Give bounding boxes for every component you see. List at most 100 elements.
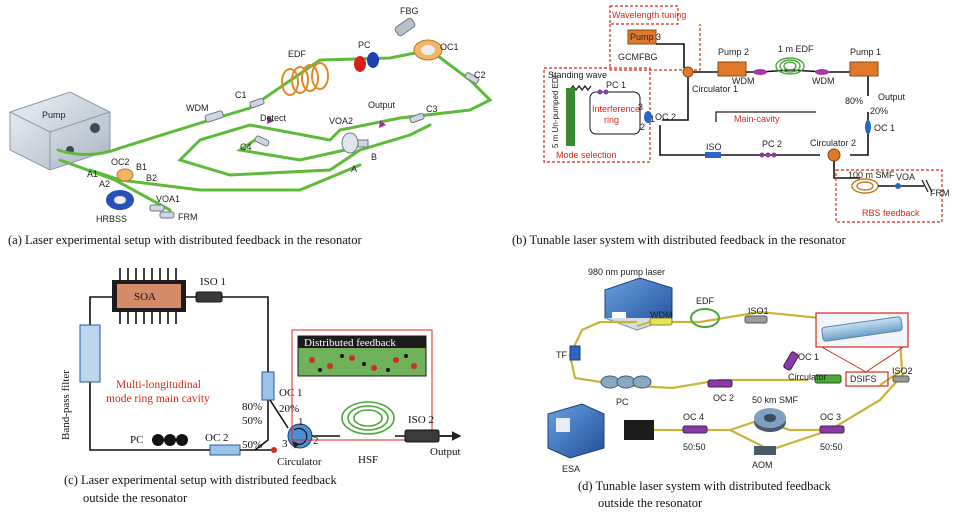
dsifs-box: [845, 371, 889, 387]
oc2-label-a: OC2: [111, 157, 130, 167]
oc4-label-d: OC 4: [683, 412, 704, 422]
frm-label-a: FRM: [178, 212, 198, 222]
smf-label-d: 50 km SMF: [752, 395, 799, 405]
fiber-b-rbs: [833, 161, 860, 179]
panel-d: 980 nm pump laser EDF WDM ISO1 TF OC 1 C…: [547, 267, 913, 510]
distributed-feedback-label: Distributed feedback: [304, 337, 396, 349]
n3-label-b: 3: [638, 102, 643, 112]
oc2-coupler-a: [116, 168, 134, 182]
smf-spool-d: [754, 408, 786, 432]
p50b-label-c: 50%: [242, 439, 262, 451]
esa-d: [547, 403, 605, 459]
frm-mark-b: [921, 179, 933, 193]
iso2-label-c: ISO 2: [408, 414, 434, 426]
oc2-coupler-d: [707, 379, 733, 388]
aom-label-d: AOM: [752, 460, 773, 470]
c1-label: C1: [235, 90, 247, 100]
pump-label-d: 980 nm pump laser: [588, 267, 665, 277]
interference-ring: [589, 91, 641, 135]
c3-connector: [409, 112, 425, 124]
c4-connector: [254, 135, 270, 147]
oc1-coupler-a: [413, 39, 443, 61]
distributed-feedback-inset: Distributed feedback: [297, 335, 427, 377]
distributed-feedback-frame: [291, 329, 433, 441]
voa1-a: [149, 204, 165, 212]
b-label: B: [371, 152, 377, 162]
rbs-feedback-label: RBS feedback: [862, 208, 920, 218]
wdm-a: [204, 110, 224, 123]
wdm-right: [815, 69, 829, 75]
pump1-box: [849, 61, 879, 77]
p20-label-c: 20%: [279, 403, 299, 415]
c1-connector: [249, 97, 265, 109]
n3-label-c: 3: [282, 438, 288, 450]
pump2-box: [717, 61, 747, 77]
circulator1-label: Circulator 1: [692, 84, 738, 94]
circulator1: [682, 66, 694, 78]
n1-label-c: 1: [298, 416, 304, 428]
oc1-label-c: OC 1: [279, 387, 303, 399]
dsifs-label: DSIFS: [850, 374, 877, 384]
pc-paddles-c: [152, 434, 188, 446]
b2-label: B2: [146, 173, 157, 183]
c2-label: C2: [474, 70, 486, 80]
pump3-label: Pump 3: [630, 32, 661, 42]
soa-label: SOA: [134, 291, 156, 303]
pc-d: [600, 375, 652, 389]
c2-connector: [464, 72, 480, 84]
pump-label-a: Pump: [42, 110, 66, 120]
wdm-left: [753, 69, 767, 75]
hsf-label: HSF: [358, 454, 378, 466]
oc1-label-d: OC 1: [798, 352, 819, 362]
b1-label: B1: [136, 162, 147, 172]
p80-label-c: 80%: [242, 401, 262, 413]
pc-label-a: PC: [358, 40, 371, 50]
oc3-coupler-d: [819, 425, 845, 434]
c3-label: C3: [426, 104, 438, 114]
rbs-feedback-box: [835, 169, 943, 223]
p50a-label-c: 50%: [242, 415, 262, 427]
oc2-coupler-b: [644, 111, 652, 123]
oc1-label-a: OC1: [440, 42, 459, 52]
wdm-label-a: WDM: [186, 103, 209, 113]
gcmfbg-label: GCMFBG: [618, 52, 658, 62]
wdm-label-b-right: WDM: [812, 76, 835, 86]
detect-label: Detect: [260, 113, 287, 123]
bandpass-label: Band-pass filter: [60, 370, 72, 440]
output-label-a: Output: [368, 100, 396, 110]
r3-label-d: 50:50: [820, 442, 843, 452]
caption-b: (b) Tunable laser system with distribute…: [512, 233, 846, 247]
a-label: A: [351, 164, 357, 174]
pc2-label-b: PC 2: [762, 139, 782, 149]
pc1-paddle-1: [597, 89, 603, 95]
caption-d-line1: (d) Tunable laser system with distribute…: [578, 479, 831, 493]
panel-a: Pump: [8, 6, 493, 247]
oc2-coupler-c: [209, 444, 241, 456]
iso1-d: [744, 315, 768, 324]
circulator2-label: Circulator 2: [810, 138, 856, 148]
fiber-a-loop: [88, 138, 362, 192]
smf-label-b: 100 m SMF: [848, 170, 895, 180]
un-pumped-label: 5 m Un-pumped EDF: [551, 72, 560, 148]
fiber-a-feed: [58, 158, 172, 212]
aom-d: [754, 446, 776, 455]
mode-selection-label: Mode selection: [556, 150, 617, 160]
output-label-c: Output: [430, 446, 461, 458]
edf-coil-b: [775, 57, 805, 75]
edf-label-a: EDF: [288, 49, 307, 59]
iso1-c: [195, 291, 223, 303]
smf-spool-b: [851, 178, 879, 194]
pc1-label: PC 1: [606, 80, 626, 90]
fiber-c-to-circ: [240, 399, 289, 451]
pc2-paddle-3: [771, 152, 777, 158]
multi-label-1: Multi-longitudinal: [116, 379, 201, 391]
wdm-label-b-left: WDM: [732, 76, 755, 86]
hsf-coil: [341, 401, 395, 435]
voa-b: [895, 183, 901, 189]
soa-block: SOA: [112, 268, 186, 324]
frm-a: [159, 211, 175, 219]
iso1-label-d: ISO1: [748, 306, 769, 316]
wavelength-tuning-label: Wavelength tuning: [612, 10, 686, 20]
pump-unit-a: Pump: [9, 91, 111, 171]
